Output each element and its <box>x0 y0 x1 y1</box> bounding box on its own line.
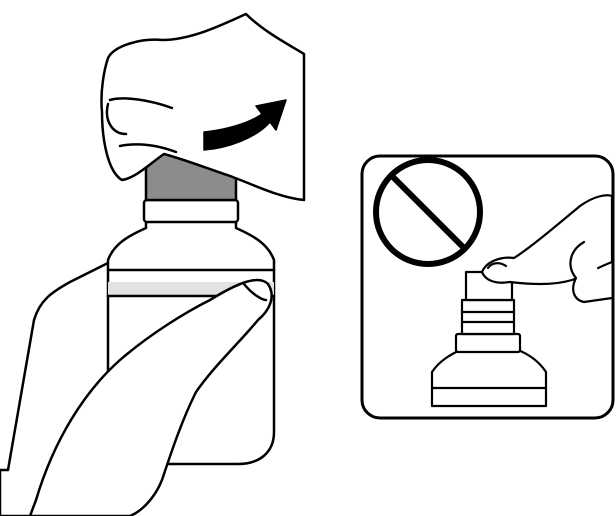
panel-bottle-nozzle <box>462 300 514 334</box>
left-illustration <box>0 14 304 516</box>
panel-bottle-body <box>432 350 546 406</box>
prohibited-panel <box>362 156 613 418</box>
panel-bottle-ring <box>456 334 520 352</box>
bottle-neck-ring <box>144 200 238 222</box>
